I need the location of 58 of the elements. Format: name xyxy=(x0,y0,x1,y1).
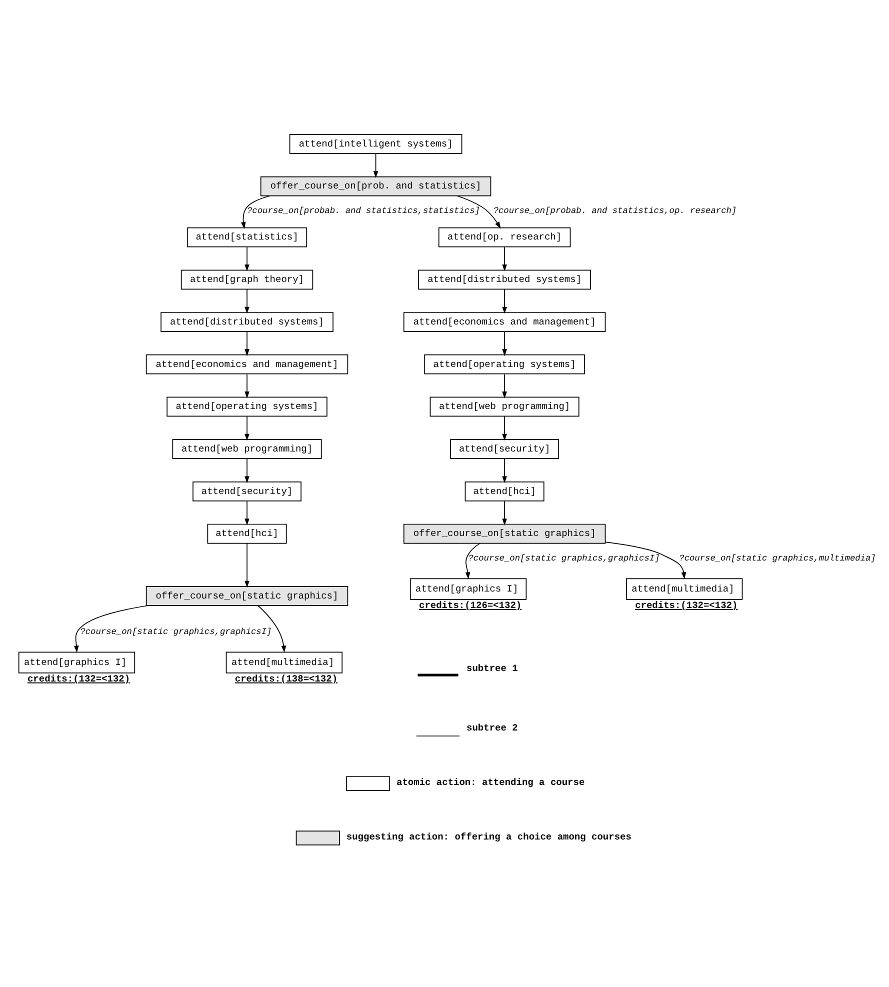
legend-label: atomic action: attending a course xyxy=(396,776,585,788)
node-box: attend[operating systems] xyxy=(166,396,328,416)
arrow xyxy=(502,458,507,483)
node-box: attend[intelligent systems] xyxy=(289,134,462,154)
node-box: attend[graphics I] xyxy=(410,578,527,600)
node-box: attend[multimedia] xyxy=(226,651,343,673)
arrow xyxy=(502,330,507,356)
edge-label: ?course_on[probab. and statistics,statistics] xyxy=(247,206,480,216)
arrow xyxy=(244,330,250,356)
node-box: attend[hci] xyxy=(207,523,287,544)
node-box: attend[operating systems] xyxy=(424,354,585,374)
node-label: credits:(138=<132) xyxy=(234,672,338,684)
arrow xyxy=(244,500,250,525)
arrow xyxy=(502,416,507,440)
node-label: credits:(126=<132) xyxy=(419,599,522,610)
node-box: attend[hci] xyxy=(464,480,544,501)
node-box: attend[distributed systems] xyxy=(160,312,334,332)
edge-label: ?course_on[static graphics,multimedia] xyxy=(679,553,876,564)
legend-label: subtree 2 xyxy=(466,722,518,734)
node-box: offer_course_on[static graphics] xyxy=(403,523,606,544)
arrow xyxy=(502,288,507,314)
arrow xyxy=(373,152,378,178)
node-box: attend[multimedia] xyxy=(626,578,743,600)
edge-label: ?course_on[probab. and statistics,op. research] xyxy=(493,206,737,216)
arrow xyxy=(502,246,507,271)
arrow xyxy=(258,604,286,652)
node-box: attend[security] xyxy=(192,480,302,501)
arrow xyxy=(244,542,250,588)
arrow xyxy=(244,416,250,440)
arrow xyxy=(244,288,250,314)
edge-label: ?course_on[static graphics,graphicsI] xyxy=(468,553,660,564)
legend-label: subtree 1 xyxy=(466,662,518,674)
arrow xyxy=(74,604,150,652)
arrow xyxy=(244,458,250,483)
node-box: attend[graphics I] xyxy=(18,651,136,673)
node-box: attend[security] xyxy=(450,438,560,458)
node-box: offer_course_on[prob. and statistics] xyxy=(260,176,492,196)
legend-label: suggesting action: offering a choice among courses xyxy=(346,831,632,842)
node-box: attend[web programming] xyxy=(172,438,322,458)
arrow xyxy=(244,246,250,271)
node-box: attend[graph theory] xyxy=(180,269,314,290)
arrow xyxy=(465,542,481,579)
arrow xyxy=(244,373,250,398)
arrow xyxy=(502,500,507,525)
node-label: credits:(132=<132) xyxy=(635,599,738,610)
arrow xyxy=(502,373,507,398)
node-box: attend[statistics] xyxy=(186,226,308,247)
node-label: credits:(132=<132) xyxy=(27,672,130,684)
arrow xyxy=(604,541,686,579)
node-box: attend[op. research] xyxy=(438,226,571,247)
arrow xyxy=(240,194,270,228)
arrow xyxy=(456,194,501,228)
node-box: attend[economics and management] xyxy=(403,312,606,332)
node-box: attend[web programming] xyxy=(430,396,580,416)
node-box: attend[distributed systems] xyxy=(418,269,591,290)
node-box: offer_course_on[static graphics] xyxy=(146,586,348,606)
edge-label: ?course_on[static graphics,graphicsI] xyxy=(80,626,272,637)
node-box: attend[economics and management] xyxy=(146,354,348,374)
